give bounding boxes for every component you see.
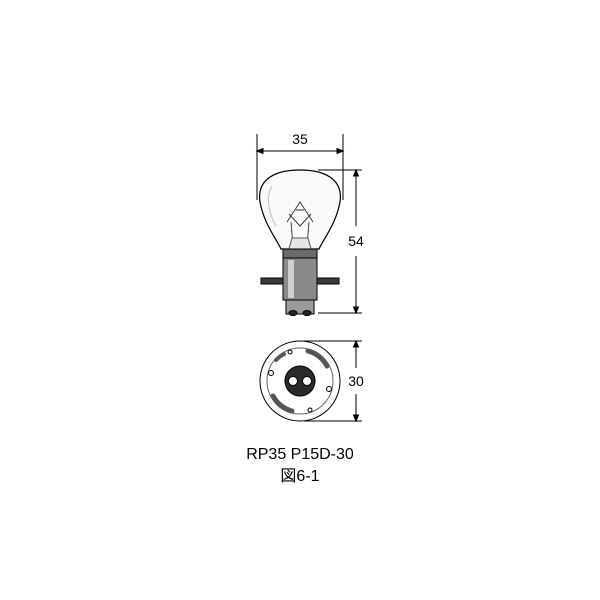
width-dimension	[255, 134, 345, 200]
bulb-side-view	[258, 169, 342, 253]
base-diameter-dimension	[304, 339, 362, 423]
flange-slot-upper-left	[274, 352, 286, 362]
flange-slot-lower-left	[270, 393, 295, 414]
flange-hole	[326, 386, 332, 392]
bulb-base	[260, 248, 340, 316]
contact-left	[288, 376, 298, 386]
height-label: 54	[348, 233, 364, 249]
figure-caption: 図6-1	[280, 468, 320, 485]
flange-inner-ring	[266, 347, 334, 415]
flange-hole	[307, 407, 313, 413]
base-neck	[282, 248, 318, 259]
base-diameter-label: 30	[348, 373, 364, 389]
flange-slot-upper-right	[305, 348, 330, 369]
base-body-end	[284, 365, 316, 397]
width-label: 35	[292, 131, 308, 147]
base-end-view	[259, 340, 341, 422]
contact-right	[302, 376, 312, 386]
filament	[286, 201, 314, 227]
contact-pin-left	[288, 310, 298, 316]
glass-reflection	[268, 185, 277, 227]
contact-pin-right	[302, 310, 312, 316]
flange-hole	[268, 370, 274, 376]
base-shine	[288, 260, 294, 298]
model-caption: RP35 P15D-30	[246, 446, 354, 463]
flange-hole	[287, 349, 293, 355]
height-dimension	[318, 168, 362, 315]
